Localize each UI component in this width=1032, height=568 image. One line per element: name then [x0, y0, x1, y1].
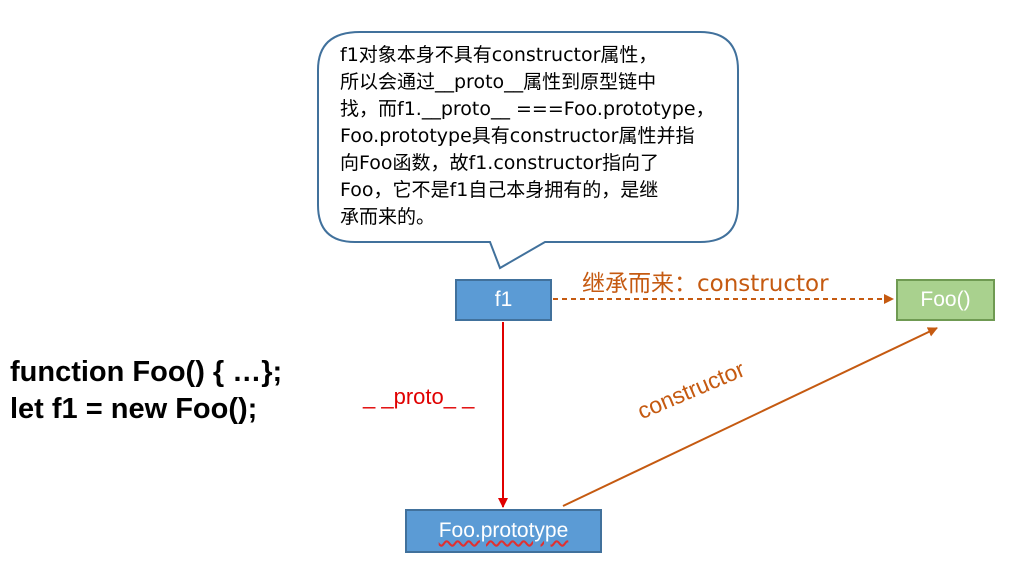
callout-bubble — [317, 31, 739, 270]
edge-label-proto: _ _proto_ _ — [363, 384, 475, 409]
node-f1-label: f1 — [494, 288, 513, 311]
code-snippet: function Foo() { …}; let f1 = new Foo(); — [10, 354, 282, 428]
edge-constructor — [562, 327, 938, 507]
node-prototype-label: Foo.prototype — [438, 519, 569, 542]
callout-line: 承而来的。 — [340, 206, 436, 228]
callout-line: f1对象本身不具有constructor属性， — [340, 44, 658, 66]
code-line-function: function Foo() { …}; — [10, 356, 283, 388]
callout-line: 向Foo函数，故f1.constructor指向了 — [340, 152, 659, 174]
callout-line: 所以会通过__proto__属性到原型链中 — [340, 71, 657, 93]
code-line-instance: let f1 = new Foo(); — [10, 393, 258, 425]
callout-line: Foo.prototype具有constructor属性并指 — [340, 125, 695, 147]
callout-line: Foo，它不是f1自己本身拥有的，是继 — [340, 179, 659, 201]
node-foo-prototype: Foo.prototype — [405, 509, 602, 553]
callout-line: 找，而f1.__proto__ ===Foo.prototype， — [340, 98, 715, 120]
edge-label-inherited: 继承而来：constructor — [582, 271, 829, 297]
callout-text: f1对象本身不具有constructor属性， 所以会通过__proto__属性… — [340, 42, 720, 231]
node-f1: f1 — [455, 279, 552, 321]
node-foo-function: Foo() — [896, 279, 995, 321]
node-foo-label: Foo() — [920, 288, 971, 311]
